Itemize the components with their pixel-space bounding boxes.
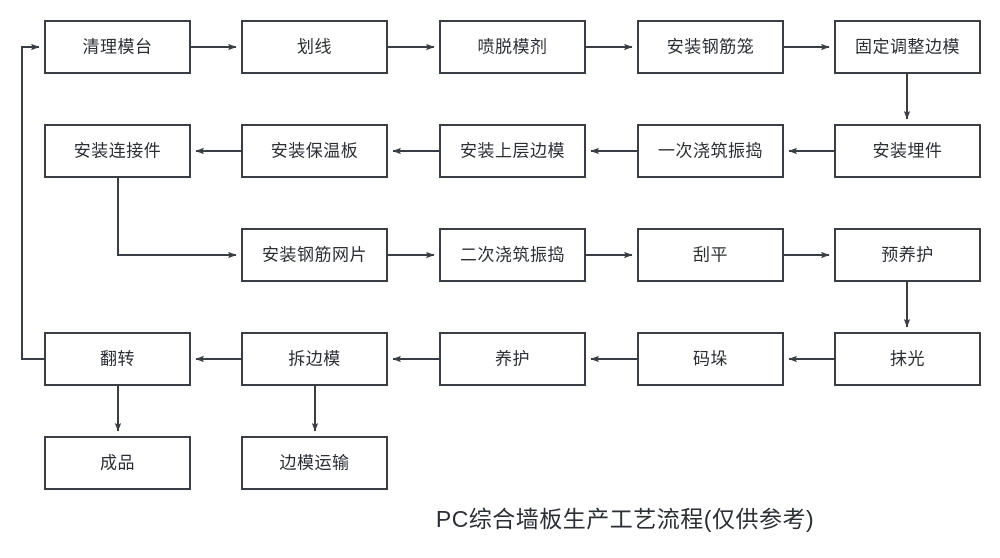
edge-fanzhuan-to-qinglimotai-loop — [21, 43, 45, 360]
node-label-n8: 安装上层边模 — [460, 141, 565, 160]
flow-node-n21[interactable]: 边模运输 — [241, 436, 388, 490]
node-box-n15[interactable] — [44, 332, 191, 386]
node-box-n10[interactable] — [834, 124, 981, 178]
flow-node-n10[interactable]: 安装埋件 — [834, 124, 981, 178]
edge-anzhuanglianjiejian-to-anzhuanggangjinwangpian — [117, 177, 237, 259]
flow-node-n5[interactable]: 固定调整边模 — [834, 20, 981, 74]
node-label-n15: 翻转 — [100, 349, 135, 368]
node-label-n10: 安装埋件 — [873, 141, 943, 160]
node-box-n16[interactable] — [241, 332, 388, 386]
node-label-n19: 抹光 — [890, 349, 925, 368]
flow-node-n16[interactable]: 拆边模 — [241, 332, 388, 386]
node-box-n13[interactable] — [637, 228, 784, 282]
flow-node-n4[interactable]: 安装钢筋笼 — [637, 20, 784, 74]
node-box-n14[interactable] — [834, 228, 981, 282]
flow-node-n8[interactable]: 安装上层边模 — [439, 124, 586, 178]
node-box-n7[interactable] — [241, 124, 388, 178]
node-box-n20[interactable] — [44, 436, 191, 490]
node-box-n19[interactable] — [834, 332, 981, 386]
node-label-n18: 码垛 — [693, 349, 728, 368]
node-label-n12: 二次浇筑振捣 — [460, 245, 565, 264]
node-label-n16: 拆边模 — [288, 349, 341, 368]
node-label-n21: 边模运输 — [280, 453, 350, 472]
edges-layer — [21, 43, 911, 432]
node-label-n14: 预养护 — [881, 245, 934, 264]
node-box-n2[interactable] — [241, 20, 388, 74]
node-label-n20: 成品 — [100, 453, 135, 472]
node-box-n18[interactable] — [637, 332, 784, 386]
node-label-n3: 喷脱模剂 — [478, 37, 548, 56]
node-box-n9[interactable] — [637, 124, 784, 178]
flow-node-n14[interactable]: 预养护 — [834, 228, 981, 282]
flow-node-n19[interactable]: 抹光 — [834, 332, 981, 386]
node-box-n3[interactable] — [439, 20, 586, 74]
flow-node-n9[interactable]: 一次浇筑振捣 — [637, 124, 784, 178]
flow-node-n20[interactable]: 成品 — [44, 436, 191, 490]
flow-node-n3[interactable]: 喷脱模剂 — [439, 20, 586, 74]
node-label-n5: 固定调整边模 — [855, 37, 960, 56]
node-label-n17: 养护 — [495, 349, 530, 368]
node-box-n17[interactable] — [439, 332, 586, 386]
flow-node-n17[interactable]: 养护 — [439, 332, 586, 386]
node-label-n2: 划线 — [297, 37, 332, 56]
node-label-n11: 安装钢筋网片 — [262, 245, 367, 264]
node-box-n21[interactable] — [241, 436, 388, 490]
flow-node-n7[interactable]: 安装保温板 — [241, 124, 388, 178]
flow-node-n2[interactable]: 划线 — [241, 20, 388, 74]
node-label-n7: 安装保温板 — [271, 141, 359, 160]
flow-node-n11[interactable]: 安装钢筋网片 — [241, 228, 388, 282]
node-box-n1[interactable] — [44, 20, 191, 74]
flow-node-n13[interactable]: 刮平 — [637, 228, 784, 282]
node-box-n12[interactable] — [439, 228, 586, 282]
flow-node-n1[interactable]: 清理模台 — [44, 20, 191, 74]
flow-node-n18[interactable]: 码垛 — [637, 332, 784, 386]
diagram-caption: PC综合墙板生产工艺流程(仅供参考) — [436, 506, 814, 532]
node-label-n13: 刮平 — [693, 245, 728, 264]
node-box-n8[interactable] — [439, 124, 586, 178]
node-box-n6[interactable] — [44, 124, 191, 178]
flow-node-n15[interactable]: 翻转 — [44, 332, 191, 386]
node-box-n11[interactable] — [241, 228, 388, 282]
flow-node-n6[interactable]: 安装连接件 — [44, 124, 191, 178]
node-label-n6: 安装连接件 — [74, 141, 162, 160]
node-label-n9: 一次浇筑振捣 — [658, 141, 763, 160]
node-label-n4: 安装钢筋笼 — [667, 37, 755, 56]
node-box-n5[interactable] — [834, 20, 981, 74]
node-box-n4[interactable] — [637, 20, 784, 74]
node-label-n1: 清理模台 — [83, 37, 153, 56]
flow-node-n12[interactable]: 二次浇筑振捣 — [439, 228, 586, 282]
